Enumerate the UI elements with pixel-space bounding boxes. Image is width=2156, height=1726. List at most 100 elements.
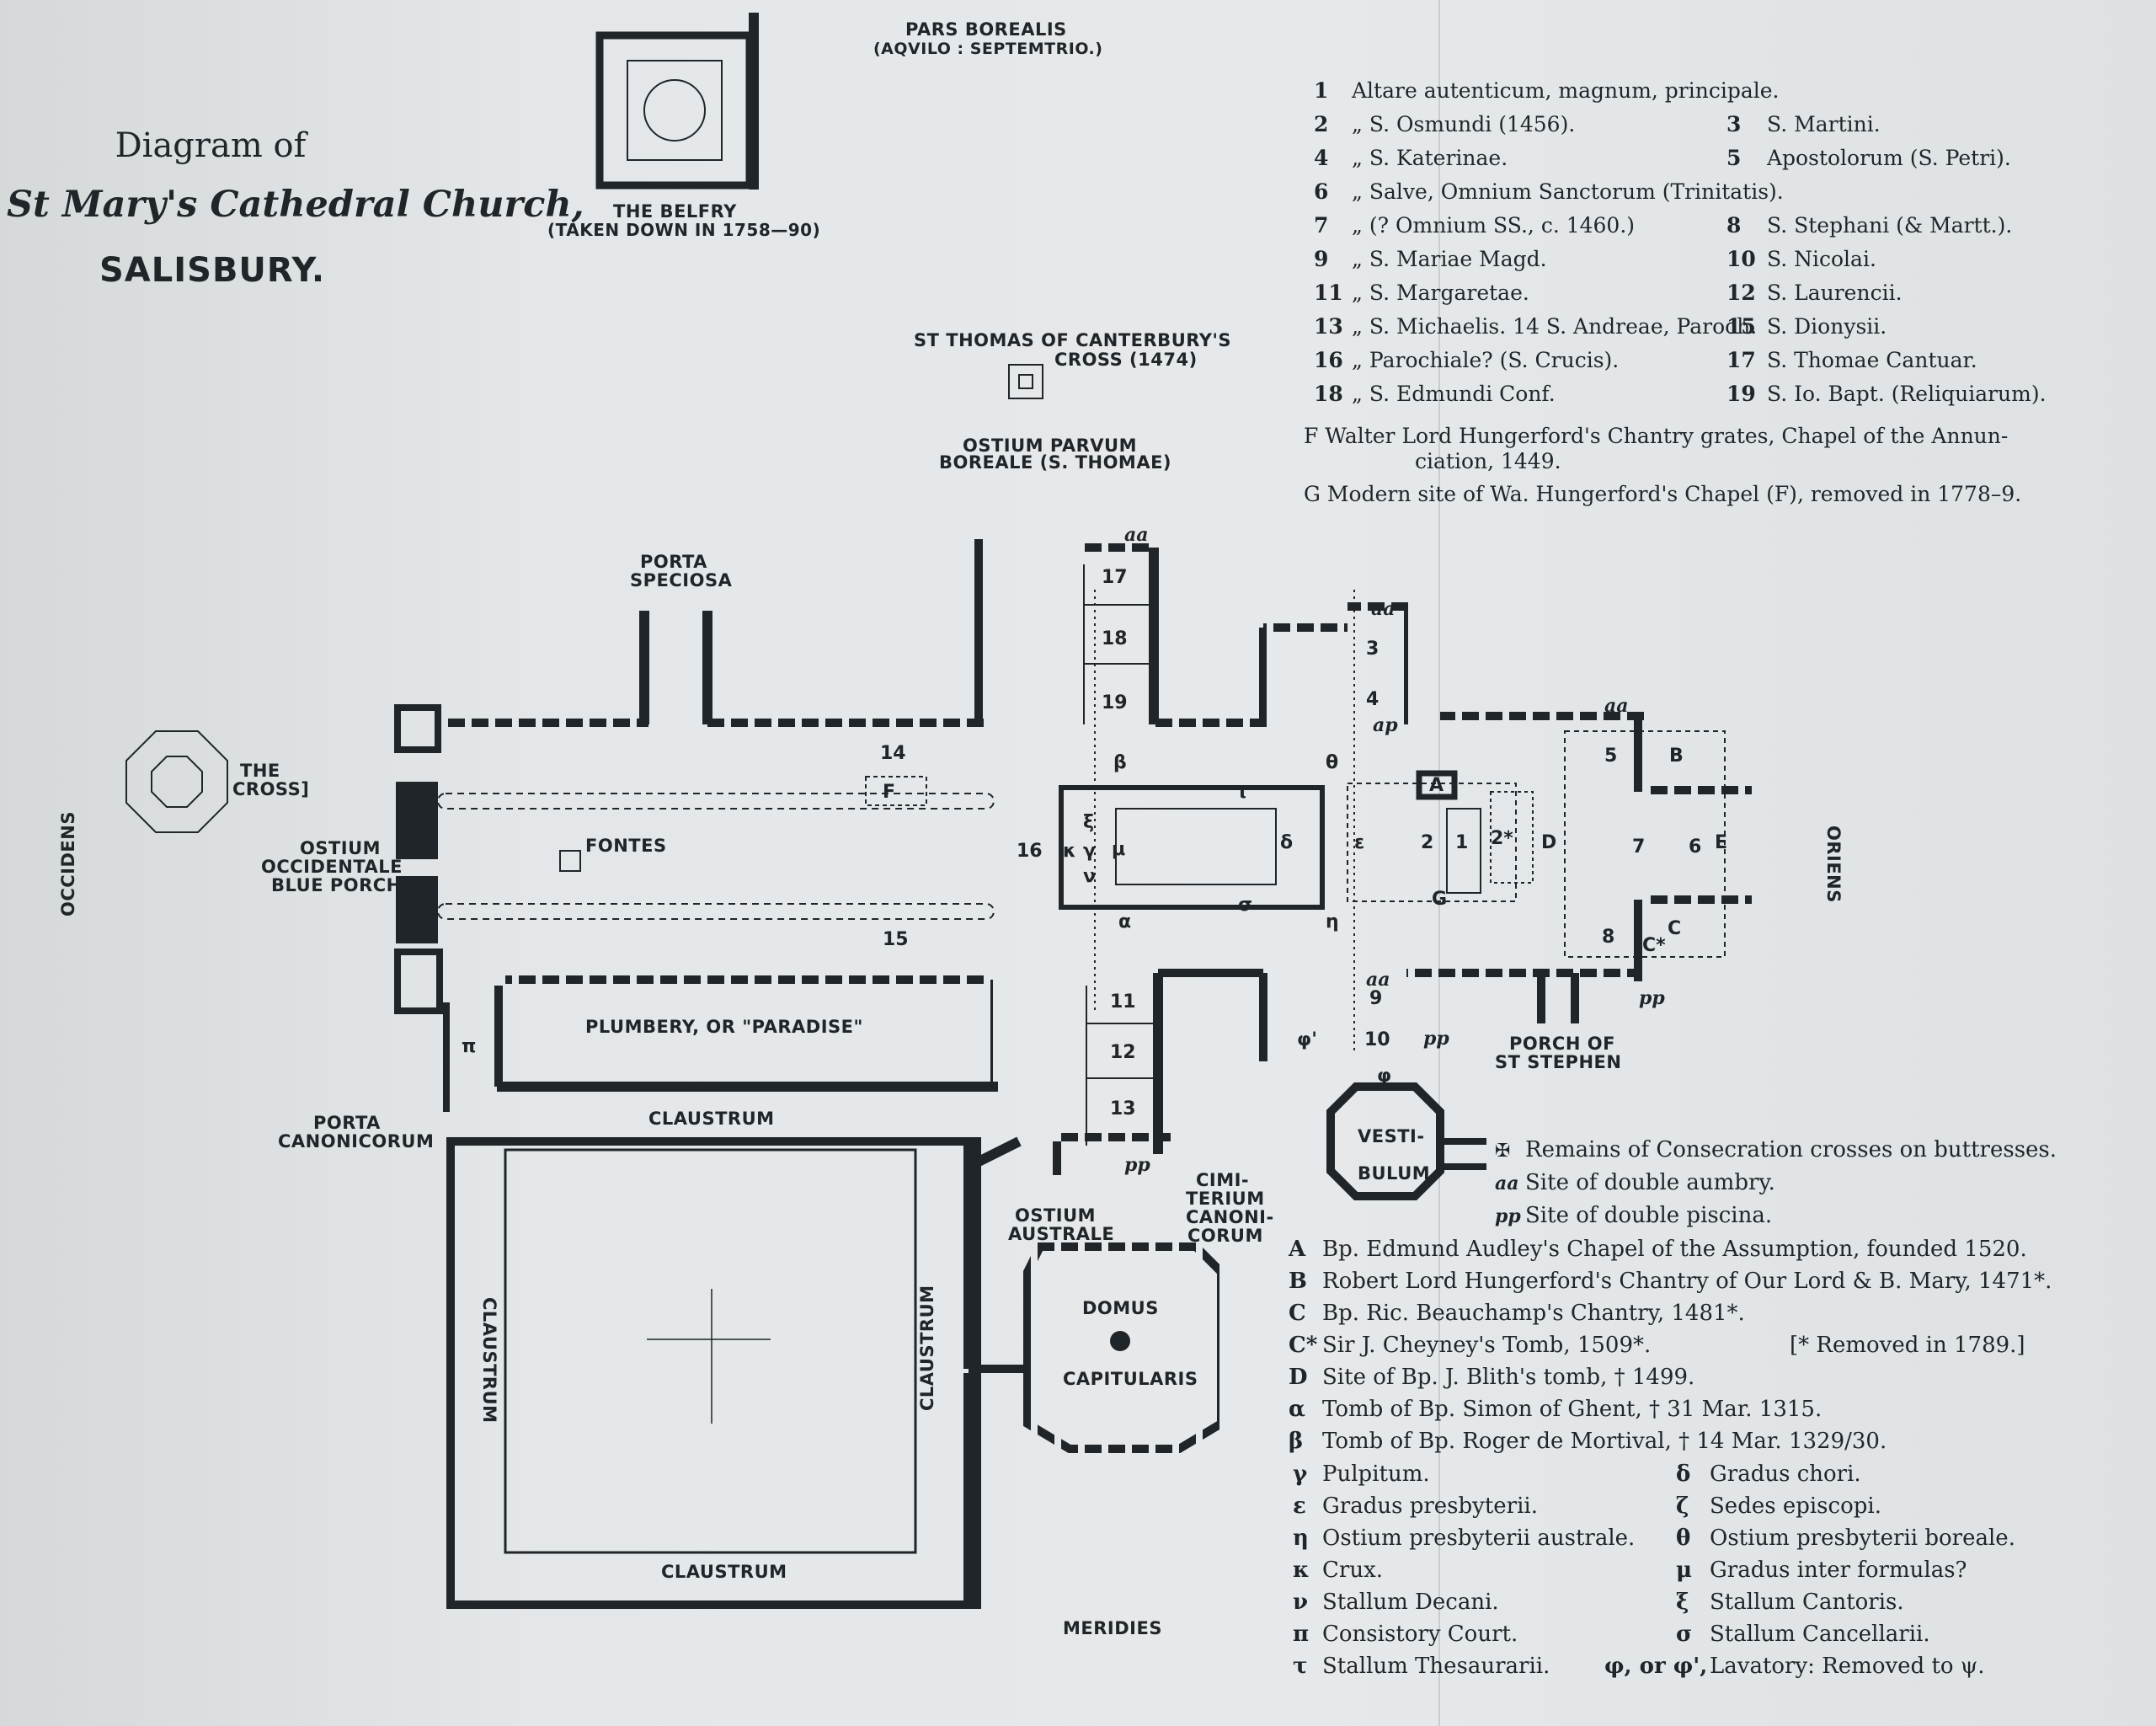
plan-letter-A: A [1429, 775, 1444, 796]
legend-greek-text: Stallum Cantoris. [1710, 1590, 1904, 1615]
altar-number: 4 [1314, 146, 1329, 170]
legend-F-line1: F Walter Lord Hungerford's Chantry grate… [1304, 424, 2009, 448]
plan-beta: β [1113, 752, 1127, 773]
altar-name: S. Laurencii. [1767, 281, 1903, 305]
plan-pp-east: pp [1639, 987, 1665, 1009]
north-label: PARS BOREALIS [905, 19, 1067, 40]
belfry-octagon [643, 79, 706, 142]
legend-greek-text: Pulpitum. [1322, 1461, 1430, 1487]
claustrum-west-label: CLAUSTRUM [479, 1297, 499, 1424]
plan-num-2: 2 [1421, 832, 1434, 853]
legend-greek-text: Gradus presbyterii. [1322, 1494, 1538, 1519]
altar-name: S. Stephani (& Martt.). [1767, 213, 2013, 238]
ostium-australe-label: OSTIUM [1015, 1205, 1097, 1226]
legend-letter-key: A [1289, 1237, 1306, 1262]
altar-name: „ S. Edmundi Conf. [1352, 382, 1556, 406]
porta-speciosa-label: PORTA [640, 552, 707, 572]
title-line-1: Diagram of [115, 126, 307, 165]
ostium-occidentale-label: OSTIUM [300, 838, 382, 858]
legend-greek-key: ζ [1676, 1494, 1689, 1519]
claustrum-south-label: CLAUSTRUM [661, 1562, 787, 1582]
cloister-outer [446, 1137, 981, 1609]
legend-letter-text: Bp. Ric. Beauchamp's Chantry, 1481*. [1322, 1301, 1745, 1326]
plan-eta: η [1326, 911, 1339, 932]
chapter-house [1023, 1242, 1225, 1453]
altar-number: 18 [1314, 382, 1343, 406]
legend-letter-text: Site of Bp. J. Blith's tomb, † 1499. [1322, 1365, 1695, 1390]
altar-number: 6 [1314, 179, 1329, 204]
legend-letter-text: Tomb of Bp. Simon of Ghent, † 31 Mar. 13… [1322, 1397, 1822, 1422]
altar-name: „ S. Osmundi (1456). [1352, 112, 1576, 136]
claustrum-north-label: CLAUSTRUM [648, 1109, 775, 1129]
the-cross-sub: CROSS] [232, 779, 310, 799]
plan-num-7: 7 [1632, 836, 1646, 858]
belfry-inner [627, 60, 723, 161]
plan-ap: ap [1373, 714, 1398, 736]
legend-greek-key: π [1293, 1622, 1310, 1647]
altar-number: 13 [1314, 314, 1343, 339]
plan-aa-south: aa [1366, 969, 1390, 991]
altar-number: 11 [1314, 281, 1343, 305]
plan-num-18: 18 [1102, 628, 1128, 649]
plan-walls [125, 13, 1752, 1609]
porta-speciosa-sub: SPECIOSA [630, 570, 733, 590]
plan-letter-D: D [1541, 832, 1557, 853]
altar-number: 19 [1726, 382, 1756, 406]
title-line-3: SALISBURY. [99, 251, 326, 290]
plan-sigma: σ [1238, 895, 1253, 916]
plan-phi: φ [1377, 1066, 1392, 1087]
plan-letter-F: F [883, 782, 896, 803]
plan-num-5: 5 [1604, 745, 1618, 767]
plan-num-3: 3 [1366, 639, 1380, 660]
title-line-2: St Mary's Cathedral Church, [7, 184, 584, 226]
chapel-A [1416, 770, 1458, 800]
plan-delta: δ [1280, 832, 1294, 853]
plan-letter-C: C [1668, 918, 1682, 939]
altar-name: „ Salve, Omnium Sanctorum (Trinitatis). [1352, 179, 1784, 204]
st-thomas-cross-date: CROSS (1474) [1054, 350, 1198, 370]
plan-letter-G: G [1432, 889, 1448, 910]
cimiterium-label-1: CIMI- [1196, 1170, 1250, 1190]
legend-greek-key: ξ [1676, 1590, 1689, 1615]
legend-letter-key: C [1289, 1301, 1306, 1326]
legend-letter-key: β [1289, 1429, 1304, 1454]
legend-greek-text: Ostium presbyterii boreale. [1710, 1526, 2015, 1551]
plan-letter-C-star: C* [1642, 935, 1666, 956]
plan-kappa: κ [1063, 841, 1076, 862]
altar-name: „ S. Mariae Magd. [1352, 247, 1547, 271]
porta-canonicorum-sub: CANONICORUM [278, 1131, 435, 1152]
legend-greek-key: τ [1293, 1654, 1308, 1679]
choir-stalls [1059, 785, 1325, 910]
altar-name: Apostolorum (S. Petri). [1767, 146, 2011, 170]
legend-letter-text: Sir J. Cheyney's Tomb, 1509*. [1322, 1333, 1652, 1358]
plan-num-6: 6 [1689, 836, 1702, 858]
porch-stephen-sub: ST STEPHEN [1495, 1052, 1622, 1072]
ostium-australe-sub: AUSTRALE [1008, 1224, 1115, 1244]
plan-theta: θ [1326, 752, 1339, 773]
plan-nu: ν [1083, 866, 1096, 887]
belfry-label: THE BELFRY [613, 201, 737, 222]
plan-num-19: 19 [1102, 692, 1128, 713]
symbol-aa-key: aa [1495, 1173, 1519, 1194]
plan-phi-prime: φ' [1297, 1029, 1317, 1050]
north-sub-label: (AQVILO : SEPTEMTRIO.) [873, 40, 1103, 58]
plan-num-2-star: 2* [1491, 828, 1513, 849]
vestibulum [1326, 1082, 1444, 1200]
belfry-date-label: (TAKEN DOWN IN 1758—90) [547, 220, 821, 240]
plan-aa-east: aa [1604, 695, 1629, 717]
cimiterium-label-4: CORUM [1187, 1226, 1263, 1246]
legend-letter-key: D [1289, 1365, 1308, 1390]
altar-number: 1 [1314, 78, 1329, 103]
legend-greek-text: Lavatory: Removed to ψ. [1710, 1654, 1985, 1679]
plan-num-16: 16 [1017, 841, 1043, 862]
porch-stephen-label: PORCH OF [1509, 1034, 1615, 1054]
legend-letter-text: Bp. Edmund Audley's Chapel of the Assump… [1322, 1237, 2027, 1262]
ostium-occidentale-sub: OCCIDENTALE [261, 857, 403, 877]
plan-aa-chapel3: aa [1371, 598, 1396, 620]
legend-greek-key: ν [1293, 1590, 1309, 1615]
symbol-cross-entry: ✠Remains of Consecration crosses on butt… [1495, 1137, 2057, 1162]
porta-canonicorum-label: PORTA [313, 1113, 381, 1133]
